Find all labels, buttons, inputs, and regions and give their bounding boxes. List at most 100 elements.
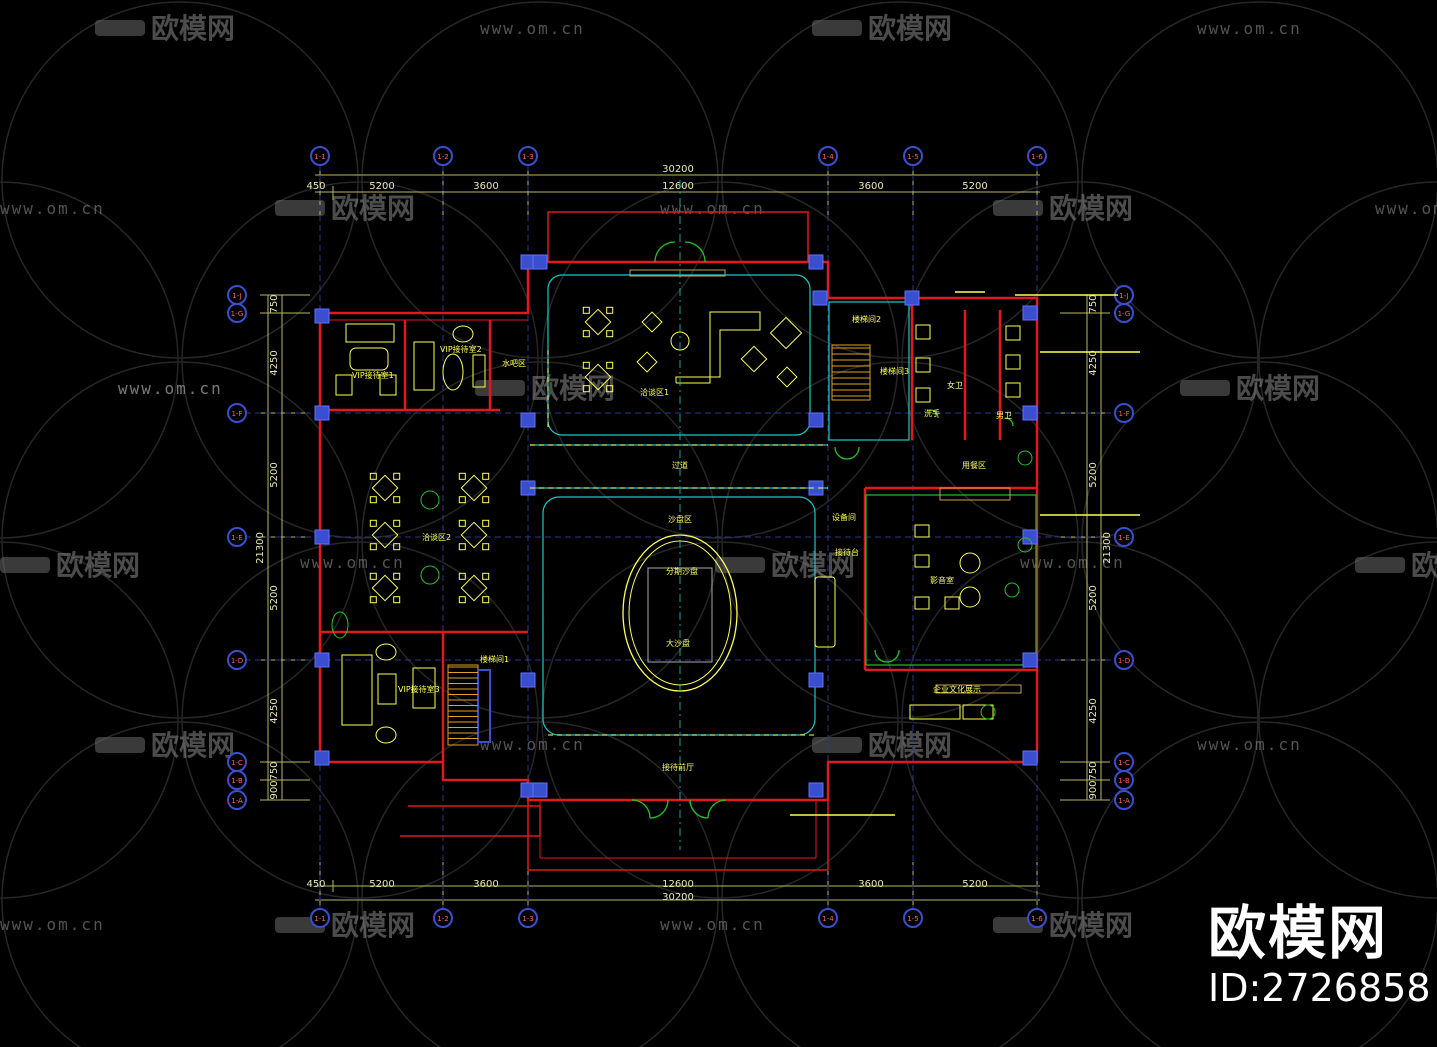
dim-top-seg: 3600	[858, 181, 883, 192]
watermark-logo: 欧模网	[812, 729, 952, 762]
room-label: 楼梯间1	[480, 654, 509, 664]
watermark-url: www.om.cn	[1375, 199, 1437, 218]
model-id: ID:2726858	[1208, 966, 1431, 1010]
dim-left-seg: 750	[269, 761, 280, 780]
room-label: 分期沙盘	[666, 566, 698, 576]
dim-top-total: 30200	[662, 164, 694, 175]
watermark-logo: 欧模网	[993, 192, 1133, 225]
watermark-logo: 欧模网	[95, 12, 235, 45]
watermark-logo: 欧模网	[475, 372, 615, 405]
axis-label-right: 1-C	[1118, 759, 1130, 767]
axis-label-left: 1-F	[231, 410, 242, 418]
svg-text:欧模网: 欧模网	[331, 909, 415, 942]
axis-label-right: 1-F	[1118, 410, 1129, 418]
axis-label-top: 1-2	[437, 153, 448, 161]
railings	[629, 269, 1022, 694]
room-label: 女卫	[947, 380, 963, 390]
watermark-url: www.om.cn	[660, 915, 765, 934]
dim-right-seg: 5200	[1088, 585, 1099, 610]
dim-right-total: 21300	[1102, 532, 1113, 564]
svg-text:欧模网: 欧模网	[868, 729, 952, 762]
room-label: VIP接待室2	[440, 344, 482, 354]
axis-label-right: 1-J	[1119, 292, 1128, 300]
axis-label-bottom: 1-4	[822, 915, 834, 923]
svg-text:欧模网: 欧模网	[531, 372, 615, 405]
dim-bottom-seg: 3600	[473, 879, 498, 890]
watermark-logo: 欧模网	[95, 729, 235, 762]
watermark-logo: 欧模网	[715, 549, 855, 582]
dim-left-seg: 4250	[269, 350, 280, 375]
room-label: 洽谈区2	[422, 532, 451, 542]
dim-right-seg: 5200	[1088, 462, 1099, 487]
svg-text:欧模网: 欧模网	[1049, 909, 1133, 942]
room-label: 男卫	[996, 411, 1012, 420]
svg-text:欧模网: 欧模网	[771, 549, 855, 582]
axis-label-top: 1-4	[822, 153, 834, 161]
room-label: 沙盘区	[668, 514, 692, 524]
dim-bottom-seg: 12600	[662, 879, 694, 890]
axis-label-bottom: 1-6	[1031, 915, 1043, 923]
dim-left-seg: 4250	[269, 698, 280, 723]
watermark-url: www.om.cn	[660, 199, 765, 218]
dim-bottom-seg: 5200	[962, 879, 987, 890]
watermark-url: www.om.cn	[1197, 735, 1302, 754]
watermark-url: www.om.cn	[0, 199, 105, 218]
svg-text:欧模网: 欧模网	[1411, 549, 1437, 582]
room-label: 过道	[672, 460, 688, 470]
dim-left-seg: 5200	[269, 585, 280, 610]
svg-text:欧模网: 欧模网	[1236, 372, 1320, 405]
axis-label-bottom: 1-1	[314, 915, 325, 923]
dashed-lines	[530, 350, 828, 736]
svg-text:欧模网: 欧模网	[868, 12, 952, 45]
planters	[331, 450, 1033, 720]
dim-top-seg: 5200	[369, 181, 394, 192]
dim-bottom-seg: 3600	[858, 879, 883, 890]
axis-label-left: 1-A	[231, 797, 243, 805]
axis-label-top: 1-5	[907, 153, 918, 161]
axis-label-right: 1-G	[1118, 310, 1131, 318]
axis-label-left: 1-G	[231, 310, 244, 318]
stairs	[447, 344, 871, 746]
axis-label-bottom: 1-5	[907, 915, 918, 923]
room-label: 水吧区	[502, 358, 526, 368]
axis-label-left: 1-C	[231, 759, 243, 767]
dim-right-seg: 4250	[1088, 698, 1099, 723]
dim-left-seg: 5200	[269, 462, 280, 487]
axis-label-bottom: 1-2	[437, 915, 448, 923]
room-label: 设备间	[832, 512, 856, 522]
doors	[631, 241, 1014, 819]
axis-bubbles	[227, 146, 1134, 928]
axis-label-left: 1-D	[231, 657, 243, 665]
svg-text:欧模网: 欧模网	[56, 549, 140, 582]
dim-right-seg: 900	[1088, 780, 1099, 799]
watermark-logo: 欧模网	[0, 549, 140, 582]
watermark-url: www.om.cn	[0, 915, 105, 934]
dim-top-seg: 450	[306, 181, 325, 192]
dim-bottom-seg: 450	[306, 879, 325, 890]
axis-label-left: 1-E	[231, 534, 242, 542]
svg-text:欧模网: 欧模网	[1049, 192, 1133, 225]
axis-label-right: 1-E	[1118, 534, 1129, 542]
annotation-leaders	[790, 291, 1140, 816]
brand-watermark: 欧模网 ID:2726858	[1208, 899, 1431, 1010]
axis-label-right: 1-D	[1118, 657, 1130, 665]
watermark-logo: 欧模网	[1180, 372, 1320, 405]
watermark-logo: 欧模网	[993, 909, 1133, 942]
columns	[314, 254, 1038, 798]
dim-left-seg: 900	[269, 780, 280, 799]
svg-text:欧模网: 欧模网	[151, 12, 235, 45]
brand-name: 欧模网	[1208, 899, 1389, 967]
watermark-layer: 欧模网欧模网欧模网欧模网欧模网欧模网欧模网欧模网欧模网欧模网欧模网欧模网欧模网w…	[0, 12, 1437, 942]
watermark-url: www.om.cn	[480, 19, 585, 38]
room-label: 大沙盘	[666, 638, 690, 648]
room-label: 楼梯间2	[852, 314, 881, 324]
watermark-url: www.om.cn	[118, 379, 223, 398]
watermark-logo: 欧模网	[1355, 549, 1437, 582]
room-label: 影音室	[930, 575, 954, 585]
dim-bottom-total: 30200	[662, 892, 694, 903]
watermark-url: www.om.cn	[118, 379, 223, 398]
axis-label-top: 1-3	[522, 153, 533, 161]
watermark-url: www.om.cn	[1020, 553, 1125, 572]
dim-top-seg: 5200	[962, 181, 987, 192]
